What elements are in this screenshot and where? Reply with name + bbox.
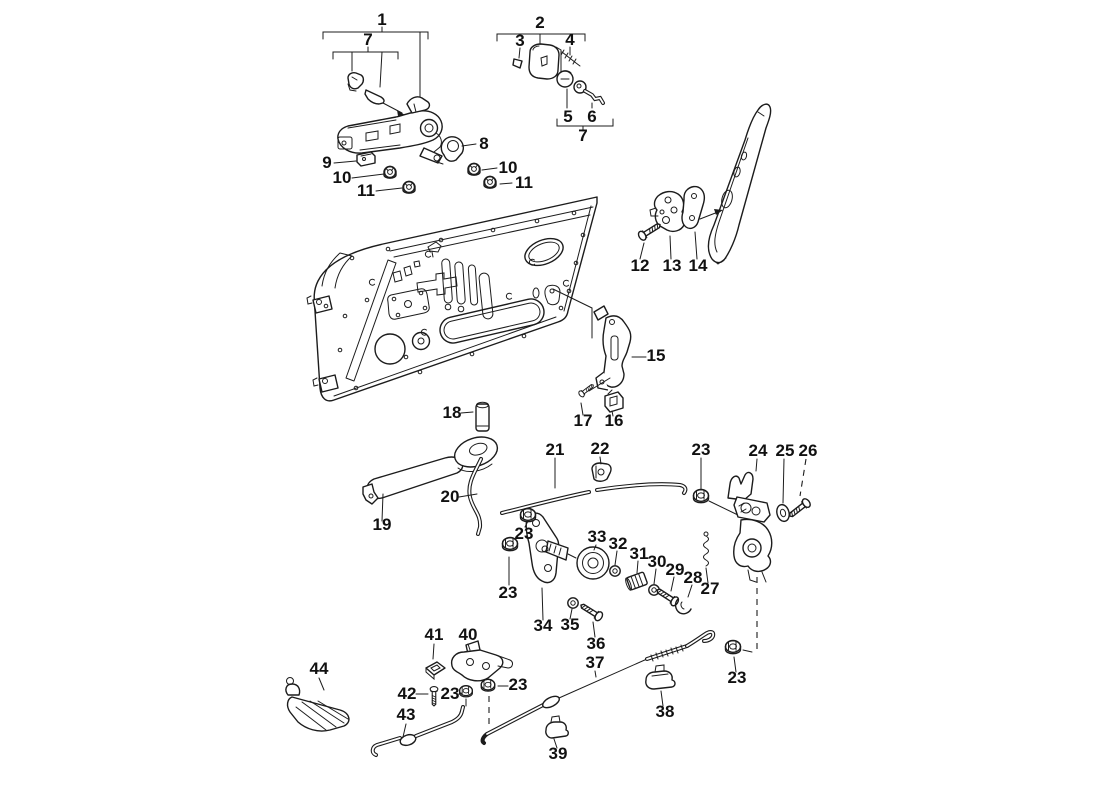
callout-43-50: 43 [397,705,416,724]
callout-36-40: 36 [587,634,606,653]
callout-2-2: 2 [535,13,544,32]
callout-1-0: 1 [377,10,386,29]
inner-handle-group-drawing [362,401,499,536]
callout-7-7: 7 [578,126,587,145]
callout-44-51: 44 [310,659,329,678]
callout-10-12: 10 [499,158,518,177]
callout-33-31: 33 [588,527,607,546]
lock-cylinder-assembly-drawing [496,33,614,132]
callout-39-44: 39 [549,744,568,763]
callout-23-42: 23 [728,668,747,687]
guide-bracket-group-drawing [552,288,647,417]
callout-24-26: 24 [749,441,768,460]
callout-15-17: 15 [647,346,666,365]
cable-and-clips-drawing [480,630,716,749]
callout-8-11: 8 [479,134,488,153]
callout-28-36: 28 [684,568,703,587]
callout-20-22: 20 [441,487,460,506]
callout-16-19: 16 [605,411,624,430]
callout-27-37: 27 [701,579,720,598]
callout-23-29: 23 [515,524,534,543]
callout-40-45: 40 [459,625,478,644]
callout-7-1: 7 [363,30,372,49]
callout-31-33: 31 [630,544,649,563]
outer-handle-assembly-drawing [322,26,513,194]
callout-11-13: 11 [515,173,533,192]
callout-23-48: 23 [441,684,460,703]
callout-14-16: 14 [689,256,708,275]
callout-21-23: 21 [546,440,565,459]
bellcrank-and-rods-drawing [285,640,513,757]
callout-41-46: 41 [425,625,444,644]
callout-12-14: 12 [631,256,650,275]
callout-29-35: 29 [666,560,685,579]
callout-22-24: 22 [591,439,610,458]
lock-actuator-cluster-drawing [501,488,710,638]
callout-19-21: 19 [373,515,392,534]
callout-4-4: 4 [565,30,575,49]
callout-34-38: 34 [534,616,553,635]
callout-26-28: 26 [799,441,818,460]
callout-38-43: 38 [656,702,675,721]
callout-3-3: 3 [515,31,524,50]
callout-6-6: 6 [587,107,596,126]
pillar-bracket-group-drawing [636,103,772,265]
callout-42-47: 42 [398,684,417,703]
callout-32-32: 32 [609,534,628,553]
callout-10-9: 10 [333,168,352,187]
callout-11-10: 11 [357,181,375,200]
callout-23-30: 23 [499,583,518,602]
connecting-rod-drawing [500,456,702,515]
callout-30-34: 30 [648,552,667,571]
callout-5-5: 5 [563,107,572,126]
callout-37-41: 37 [586,653,605,672]
callout-35-39: 35 [561,615,580,634]
callout-18-20: 18 [443,403,462,422]
callout-13-15: 13 [663,256,682,275]
door-latch-drawing [708,458,813,673]
callout-25-27: 25 [776,441,795,460]
callout-17-18: 17 [574,411,593,430]
callout-23-25: 23 [692,440,711,459]
callout-23-49: 23 [509,675,528,694]
door-inner-panel-drawing [306,196,598,402]
callout-9-8: 9 [322,153,331,172]
